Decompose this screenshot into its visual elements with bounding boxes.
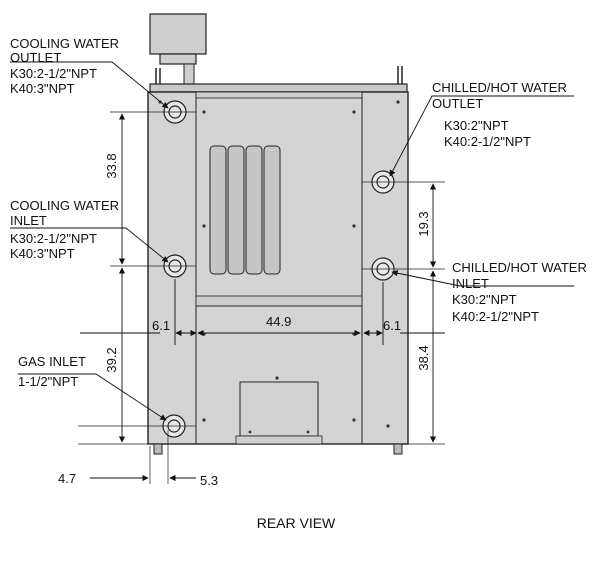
label-chilled-hot-water-inlet: CHILLED/HOT WATER INLET K30:2"NPT K40:2-… [452,260,587,324]
dim-38-4: 38.4 [416,345,431,370]
label-gas-inlet: GAS INLET 1-1/2"NPT [18,354,86,389]
label-chilled-hot-water-outlet: CHILLED/HOT WATER OUTLET K30:2"NPT K40:2… [432,80,567,149]
svg-text:INLET: INLET [10,213,47,228]
dim-19-3: 19.3 [416,211,431,236]
svg-text:1-1/2"NPT: 1-1/2"NPT [18,374,78,389]
leader-lines [10,61,574,421]
cabinet-body [147,83,409,455]
lifting-lugs [155,66,403,84]
dim-6-1-left: 6.1 [152,318,170,333]
svg-text:CHILLED/HOT WATER: CHILLED/HOT WATER [432,80,567,95]
dim-39-2: 39.2 [104,347,119,372]
svg-text:COOLING WATER: COOLING WATER [10,198,119,213]
svg-text:K40:3"NPT: K40:3"NPT [10,81,75,96]
svg-text:OUTLET: OUTLET [432,96,483,111]
feet [153,443,403,455]
svg-text:CHILLED/HOT WATER: CHILLED/HOT WATER [452,260,587,275]
svg-text:GAS INLET: GAS INLET [18,354,86,369]
svg-text:K30:2"NPT: K30:2"NPT [444,118,509,133]
access-cover [239,381,319,437]
label-cooling-water-outlet: COOLING WATER OUTLET K30:2-1/2"NPT K40:3… [10,36,119,96]
svg-text:K40:3"NPT: K40:3"NPT [10,246,75,261]
vent-louvers [209,145,281,275]
dim-6-1-right: 6.1 [383,318,401,333]
dim-33-8: 33.8 [104,153,119,178]
svg-text:INLET: INLET [452,276,489,291]
center-lines [78,111,445,484]
svg-text:K30:2-1/2"NPT: K30:2-1/2"NPT [10,231,97,246]
svg-text:K30:2-1/2"NPT: K30:2-1/2"NPT [10,66,97,81]
svg-text:COOLING WATER: COOLING WATER [10,36,119,51]
dim-5-3: 5.3 [200,473,218,488]
dim-44-9: 44.9 [266,314,291,329]
dimension-lines [80,113,445,482]
view-caption: REAR VIEW [257,515,336,531]
dimension-values: 33.8 39.2 19.3 38.4 6.1 44.9 6.1 4.7 5.3 [58,153,431,488]
dim-4-7: 4.7 [58,471,76,486]
exhaust-stack [149,13,207,85]
svg-text:OUTLET: OUTLET [10,50,61,65]
svg-text:K30:2"NPT: K30:2"NPT [452,292,517,307]
label-cooling-water-inlet: COOLING WATER INLET K30:2-1/2"NPT K40:3"… [10,198,119,261]
svg-text:K40:2-1/2"NPT: K40:2-1/2"NPT [452,309,539,324]
svg-text:K40:2-1/2"NPT: K40:2-1/2"NPT [444,134,531,149]
